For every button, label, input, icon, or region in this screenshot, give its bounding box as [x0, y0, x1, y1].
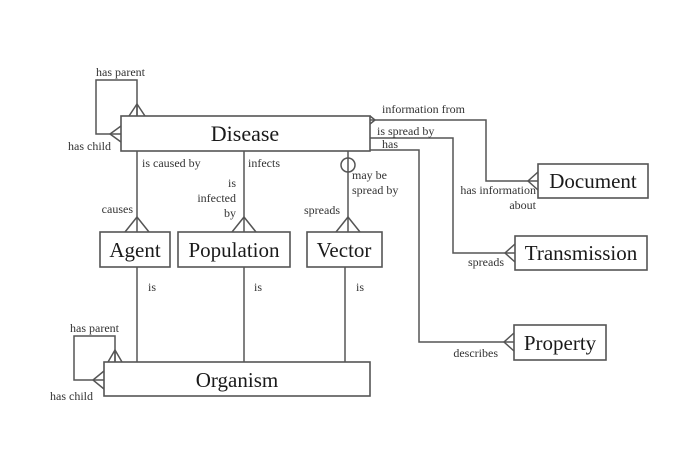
disease-has-parent-label: has parent	[96, 65, 146, 79]
has-label: has	[382, 137, 398, 151]
crowfoot-icon	[231, 215, 257, 233]
entity-transmission-label: Transmission	[525, 241, 638, 265]
is-caused-by-label: is caused by	[142, 156, 201, 170]
entity-property-label: Property	[524, 331, 597, 355]
entity-document[interactable]: Document	[537, 163, 649, 199]
entity-organism[interactable]: Organism	[103, 361, 371, 397]
may-be-spread-by-label-2: spread by	[352, 183, 398, 197]
disease-document-line	[370, 119, 538, 182]
has-information-about-label-1: has information	[460, 183, 536, 197]
optional-circle-icon	[340, 157, 356, 173]
entity-property[interactable]: Property	[513, 324, 607, 361]
crowfoot-icon	[335, 215, 361, 233]
organism-has-child-label: has child	[50, 389, 93, 403]
entity-agent-label: Agent	[109, 238, 160, 262]
crowfoot-icon	[502, 332, 515, 352]
crowfoot-icon	[128, 102, 146, 117]
disease-has-child-label: has child	[68, 139, 111, 153]
is-infected-by-label-2: infected	[197, 191, 236, 205]
population-is-label: is	[254, 280, 262, 294]
entity-transmission[interactable]: Transmission	[514, 235, 648, 271]
crowfoot-icon	[91, 370, 105, 390]
has-information-about-label-2: about	[509, 198, 536, 212]
entity-vector-label: Vector	[317, 238, 372, 262]
describes-label: describes	[453, 346, 498, 360]
infects-label: infects	[248, 156, 280, 170]
is-infected-by-label-1: is	[228, 176, 236, 190]
crowfoot-icon	[107, 348, 123, 363]
crowfoot-icon	[526, 171, 539, 191]
entity-disease[interactable]: Disease	[120, 115, 371, 152]
entity-agent[interactable]: Agent	[99, 231, 171, 268]
causes-label: causes	[102, 202, 134, 216]
disease-transmission-line	[370, 137, 515, 254]
entity-organism-label: Organism	[196, 368, 278, 392]
disease-self-relation-line	[95, 79, 138, 135]
entity-disease-label: Disease	[211, 121, 279, 146]
organism-has-parent-label: has parent	[70, 321, 120, 335]
entity-document-label: Document	[549, 169, 637, 193]
agent-is-label: is	[148, 280, 156, 294]
entity-population-label: Population	[188, 238, 280, 262]
spreads-transmission-label: spreads	[468, 255, 504, 269]
is-infected-by-label-3: by	[224, 206, 236, 220]
crowfoot-icon	[124, 215, 150, 233]
is-spread-by-label: is spread by	[377, 124, 434, 138]
crowfoot-icon	[503, 243, 516, 263]
organism-self-relation-line	[73, 335, 116, 381]
entity-vector[interactable]: Vector	[306, 231, 383, 268]
spreads-vector-label: spreads	[304, 203, 340, 217]
disease-property-line	[370, 149, 514, 343]
crowfoot-icon	[369, 115, 377, 125]
may-be-spread-by-label-1: may be	[352, 168, 387, 182]
crowfoot-icon	[108, 125, 122, 143]
entity-population[interactable]: Population	[177, 231, 291, 268]
vector-is-label: is	[356, 280, 364, 294]
information-from-label: information from	[382, 102, 466, 116]
